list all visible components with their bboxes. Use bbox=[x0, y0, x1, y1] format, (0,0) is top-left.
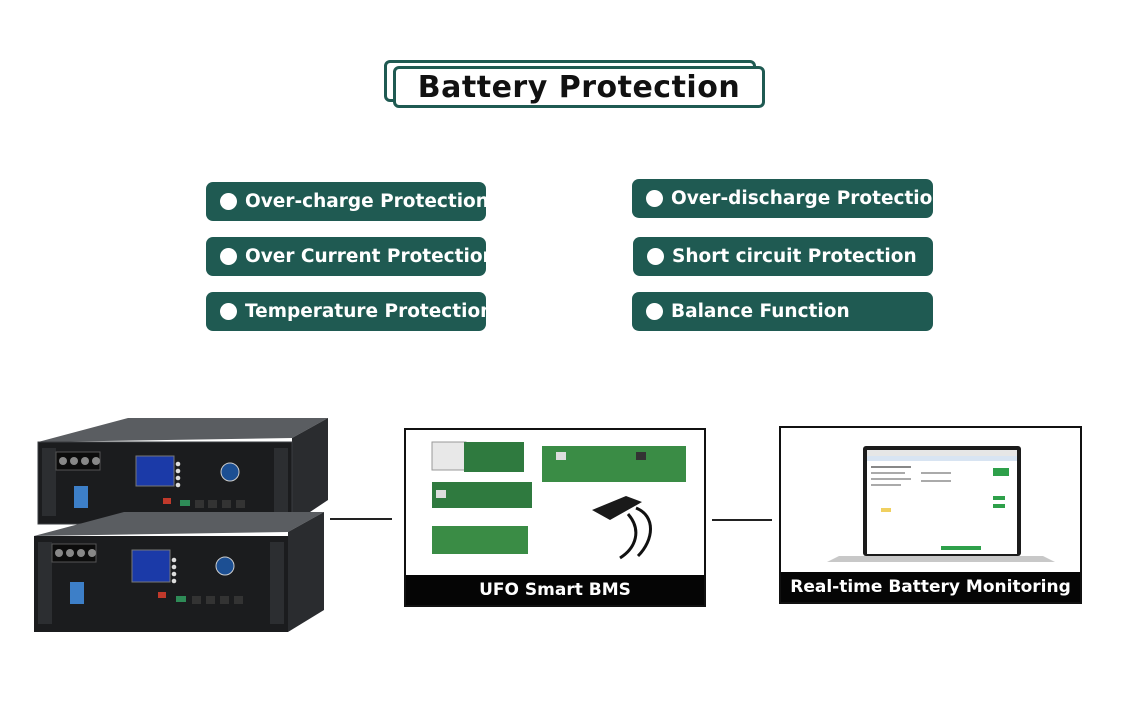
bullet-icon bbox=[646, 190, 663, 207]
feature-label: Temperature Protection bbox=[245, 301, 494, 322]
bullet-icon bbox=[647, 248, 664, 265]
connector-line bbox=[712, 519, 772, 521]
feature-short-circuit: Short circuit Protection bbox=[633, 237, 933, 276]
feature-label: Over Current Protection bbox=[245, 246, 496, 267]
laptop-monitoring-image bbox=[827, 446, 1055, 562]
feature-overcharge: Over-charge Protection bbox=[206, 182, 489, 221]
feature-overcurrent: Over Current Protection bbox=[206, 237, 496, 276]
monitoring-caption: Real-time Battery Monitoring bbox=[781, 572, 1080, 602]
feature-balance: Balance Function bbox=[632, 292, 933, 331]
page-title: Battery Protection bbox=[417, 69, 741, 105]
monitoring-product-frame: Real-time Battery Monitoring bbox=[779, 426, 1082, 604]
bullet-icon bbox=[220, 303, 237, 320]
battery-unit-upper bbox=[37, 418, 328, 525]
feature-label: Over-charge Protection bbox=[245, 191, 489, 212]
bullet-icon bbox=[220, 248, 237, 265]
feature-overdischarge: Over-discharge Protection bbox=[632, 179, 946, 218]
bms-boards-image bbox=[431, 441, 686, 560]
feature-label: Short circuit Protection bbox=[672, 246, 917, 267]
battery-rack-image bbox=[34, 418, 328, 632]
battery-unit-lower bbox=[34, 512, 324, 632]
bms-caption: UFO Smart BMS bbox=[406, 575, 704, 605]
feature-label: Balance Function bbox=[671, 301, 850, 322]
bullet-icon bbox=[646, 303, 663, 320]
feature-label: Over-discharge Protection bbox=[671, 188, 946, 209]
title-frame bbox=[393, 66, 765, 108]
feature-temperature: Temperature Protection bbox=[206, 292, 493, 331]
bms-product-frame: UFO Smart BMS bbox=[404, 428, 706, 607]
bullet-icon bbox=[220, 193, 237, 210]
connector-line bbox=[330, 518, 392, 520]
